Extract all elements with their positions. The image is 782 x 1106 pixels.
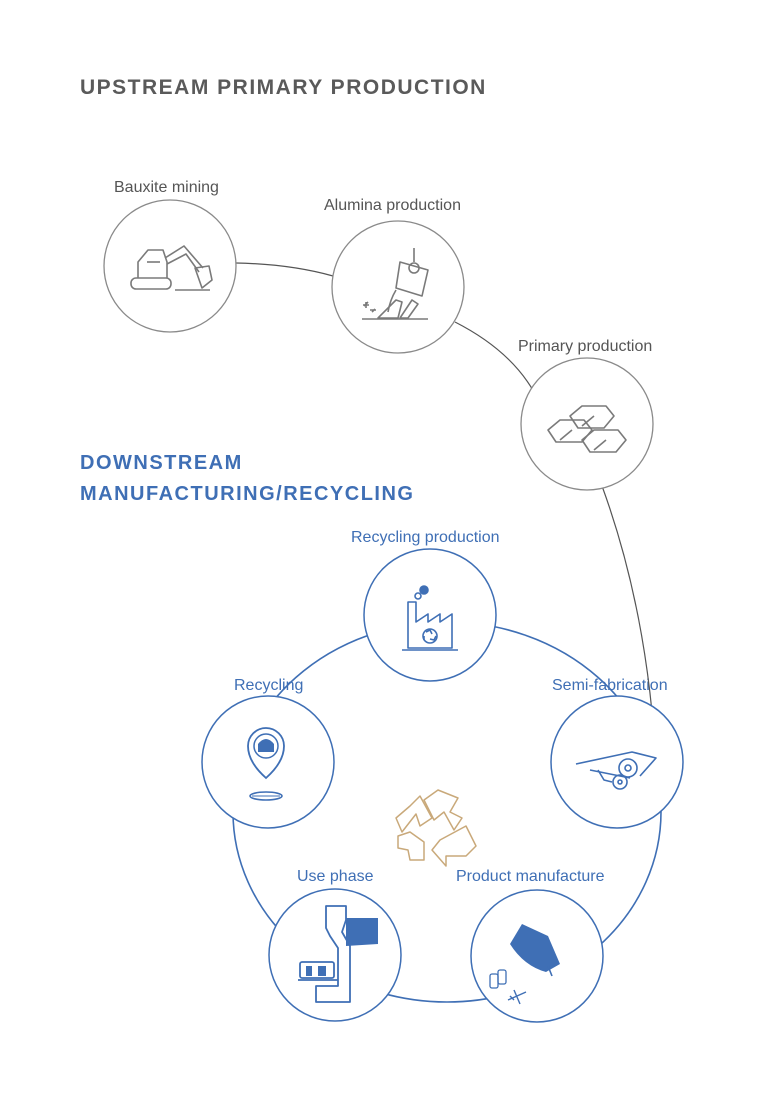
recycle-symbol-icon (395, 789, 477, 867)
node-alumina-production (331, 220, 465, 354)
label-recycling-production: Recycling production (351, 529, 500, 546)
label-semi-fabrication: Semi-fabrication (552, 677, 668, 694)
node-bauxite-mining (103, 199, 237, 333)
node-recycling-production (363, 548, 497, 682)
label-use-phase: Use phase (297, 868, 374, 885)
downstream-heading: DOWNSTREAM MANUFACTURING/RECYCLING (80, 448, 415, 510)
node-primary-production (520, 357, 654, 491)
excavator-icon (130, 245, 213, 291)
factory-recycling-icon (402, 585, 458, 651)
capsule-icon (510, 924, 560, 977)
crucible-pour-icon (362, 248, 429, 320)
label-product-manufacture: Product manufacture (456, 868, 605, 885)
node-recycling (201, 695, 335, 829)
upstream-connector (235, 262, 653, 713)
node-semi-fabrication (550, 695, 684, 829)
label-bauxite-mining: Bauxite mining (114, 179, 219, 196)
node-use-phase (268, 888, 402, 1022)
ingots-icon (547, 405, 627, 453)
recycling-point-icon (247, 727, 285, 801)
downstream-heading-line2: MANUFACTURING/RECYCLING (80, 483, 415, 505)
coffee-machine-icon (298, 905, 378, 1003)
node-product-manufacture (470, 889, 604, 1023)
label-alumina-production: Alumina production (324, 197, 461, 214)
rolling-mill-icon (575, 751, 657, 790)
label-primary-production: Primary production (518, 338, 653, 355)
cans-icon (489, 969, 507, 989)
upstream-heading: UPSTREAM PRIMARY PRODUCTION (80, 76, 487, 99)
label-recycling: Recycling (234, 677, 304, 694)
airplane-icon (507, 989, 527, 1005)
downstream-heading-line1: DOWNSTREAM (80, 452, 243, 474)
